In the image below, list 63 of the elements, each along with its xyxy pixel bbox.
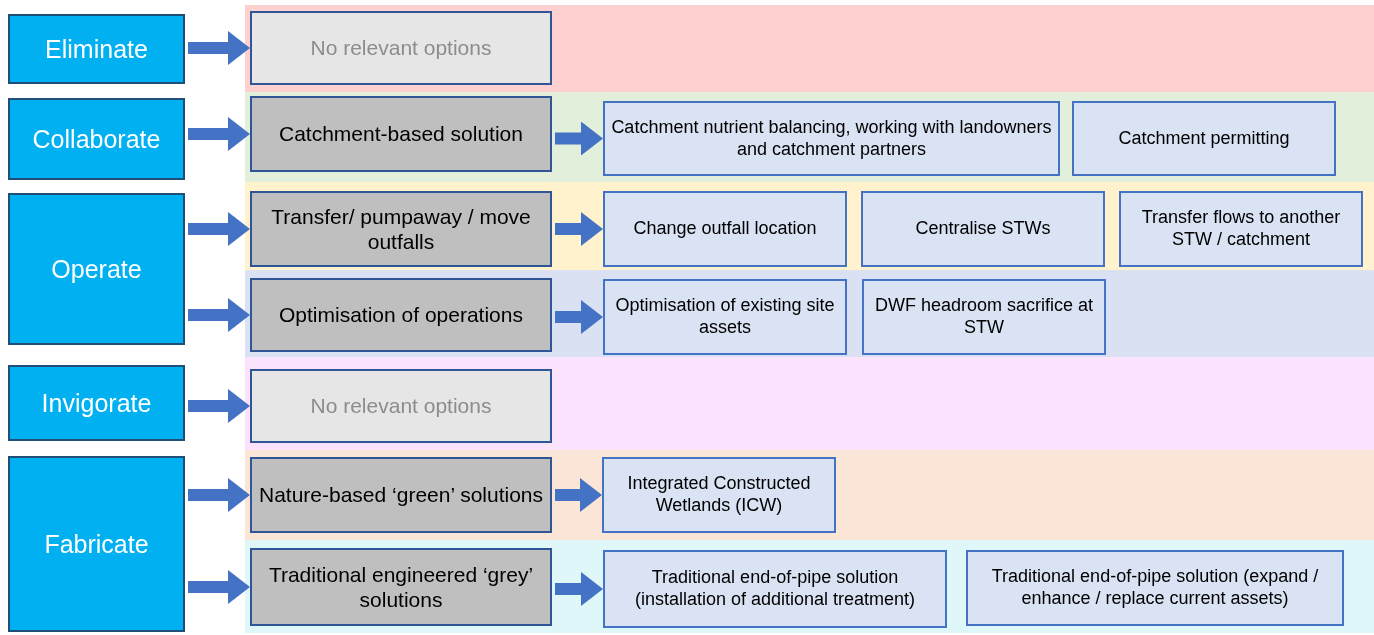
block-arrow (188, 298, 250, 332)
option-box (861, 191, 1105, 267)
box-label: Transfer/ pumpaway / move outfalls (270, 203, 532, 255)
box-label: Centralise STWs (914, 218, 1052, 240)
box-label: Traditional end-of-pipe solution (expand / enhance / replace current assets) (990, 566, 1320, 610)
solution-box (250, 548, 552, 626)
empty-option-box (250, 11, 552, 85)
category-box (8, 98, 185, 180)
category-box (8, 193, 185, 345)
block-arrow (188, 478, 250, 512)
category-box (8, 14, 185, 84)
category-box (8, 365, 185, 441)
solution-box (250, 191, 552, 267)
row-band (245, 270, 1374, 357)
category-label: Operate (50, 254, 143, 284)
box-label: No relevant options (309, 35, 493, 61)
block-arrow (555, 572, 603, 606)
block-arrow (188, 117, 250, 151)
block-arrow (188, 212, 250, 246)
row-band (245, 92, 1374, 182)
box-label: Catchment nutrient balancing, working with landowners and catchment partners (610, 116, 1053, 161)
row-band (245, 5, 1374, 92)
box-label: Traditional end-of-pipe solution (installation of additional treatment) (633, 567, 917, 611)
row-band (245, 357, 1374, 450)
option-box (1119, 191, 1363, 267)
option-box (1072, 101, 1336, 176)
box-label: Optimisation of existing site assets (614, 295, 836, 339)
box-label: Optimisation of operations (278, 302, 524, 328)
block-arrow (188, 31, 250, 65)
box-label: Traditional engineered ‘grey’ solutions (267, 561, 535, 613)
box-label: No relevant options (309, 393, 493, 419)
category-label: Eliminate (44, 34, 149, 64)
block-arrow (188, 389, 250, 423)
option-box (966, 550, 1344, 626)
solution-box (250, 96, 552, 172)
option-box (602, 457, 836, 533)
box-label: Integrated Constructed Wetlands (ICW) (626, 473, 812, 517)
solution-box (250, 278, 552, 352)
row-band (245, 450, 1374, 540)
category-box (8, 456, 185, 632)
box-label: Transfer flows to another STW / catchment (1140, 207, 1342, 251)
box-label: Catchment permitting (1117, 127, 1291, 150)
option-box (603, 279, 847, 355)
option-box (603, 101, 1060, 176)
category-label: Invigorate (40, 388, 153, 418)
box-label: Nature-based ‘green’ solutions (257, 482, 545, 508)
box-label: Change outfall location (632, 218, 818, 240)
block-arrow (555, 478, 602, 512)
option-box (603, 550, 947, 628)
block-arrow (188, 570, 250, 604)
block-arrow (555, 212, 603, 246)
box-label: DWF headroom sacrifice at STW (873, 295, 1095, 339)
row-band (245, 540, 1374, 633)
empty-option-box (250, 369, 552, 443)
box-label: Catchment-based solution (278, 121, 524, 147)
block-arrow (555, 121, 603, 156)
block-arrow (555, 300, 603, 334)
category-label: Fabricate (43, 529, 150, 559)
category-label: Collaborate (31, 124, 162, 154)
solution-box (250, 457, 552, 533)
option-box (603, 191, 847, 267)
option-box (862, 279, 1106, 355)
row-band (245, 182, 1374, 270)
